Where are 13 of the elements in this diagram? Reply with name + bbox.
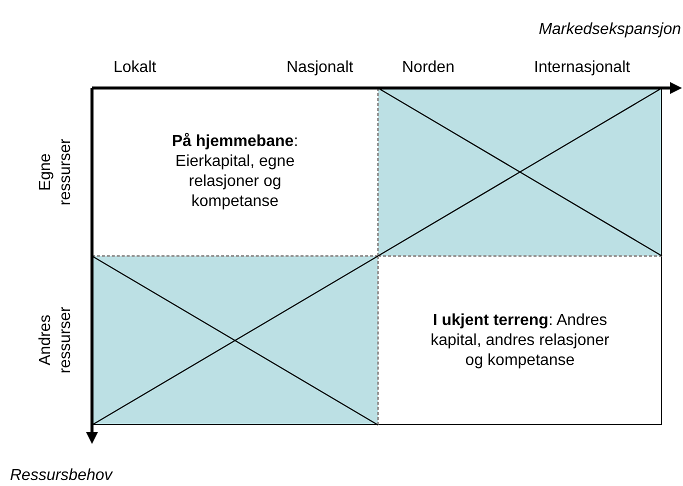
axis-title: Ressursbehov — [10, 466, 112, 486]
axis-title: Markedsekspansjon — [538, 20, 681, 40]
row-label: Andres ressurser — [36, 306, 75, 376]
quadrant-text: På hjemmebane: Eierkapital, egne relasjoner og kompetanse — [170, 132, 300, 212]
axis-tick-label: Nasjonalt — [286, 58, 354, 78]
crossed-quadrant-box — [378, 88, 662, 256]
axis-tick-label: Norden — [402, 58, 454, 78]
crossed-quadrant-box — [92, 256, 378, 425]
quadrant-text: I ukjent terreng: Andres kapital, andres relasjoner og kompetanse — [430, 310, 610, 370]
axis-tick-label: Lokalt — [114, 58, 156, 78]
quadrant-box — [378, 256, 662, 425]
axis-tick-label: Internasjonalt — [534, 58, 630, 78]
row-label: Egne ressurser — [36, 138, 75, 208]
